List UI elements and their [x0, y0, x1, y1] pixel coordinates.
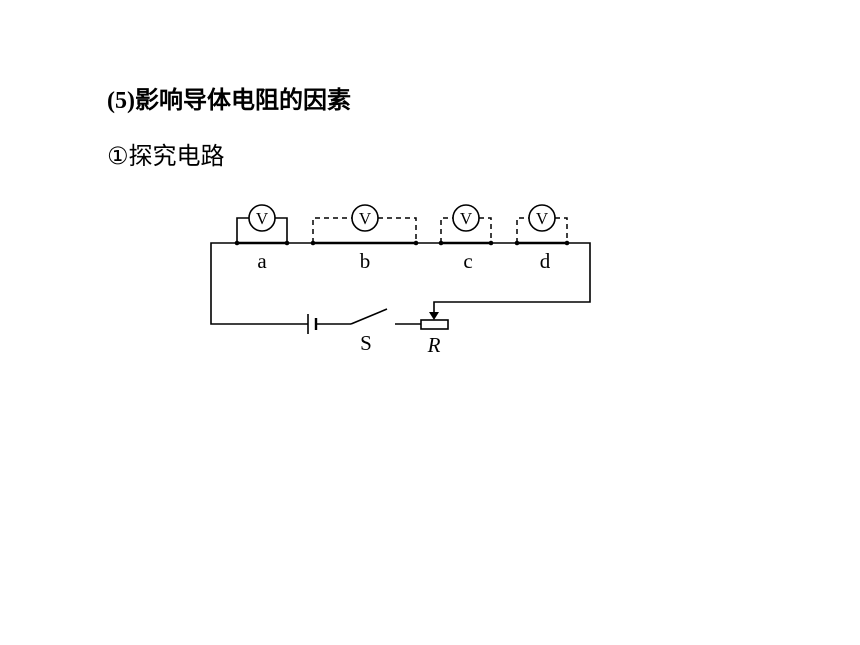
voltmeter-c-dashed-wire [440, 217, 492, 243]
junction-dot [438, 240, 444, 246]
subsection-heading: ①探究电路 [107, 142, 225, 170]
junction-dot [488, 240, 494, 246]
conductor-a-label: a [257, 249, 267, 273]
voltmeter-a [248, 204, 276, 232]
wire-right [433, 242, 591, 314]
rheostat-label: R [427, 333, 441, 357]
voltmeter-d-symbol: V [536, 209, 549, 228]
voltmeter-b-dashed-wire [312, 217, 417, 243]
voltmeter-d [528, 204, 556, 232]
section-heading: (5)影响导体电阻的因素 [107, 84, 351, 117]
wire-left [210, 242, 308, 325]
voltmeter-a-symbol: V [256, 209, 269, 228]
voltmeter-c-symbol: V [460, 209, 473, 228]
rheostat-slider-arrow [429, 312, 439, 320]
junction-dot [564, 240, 570, 246]
junction-dot [413, 240, 419, 246]
conductor-c-label: c [463, 249, 472, 273]
conductor-b-label: b [360, 249, 371, 273]
voltmeter-b-symbol: V [359, 209, 372, 228]
conductor-d-label: d [540, 249, 551, 273]
voltmeter-a-wire [236, 217, 288, 243]
junction-dot [284, 240, 290, 246]
junction-dot [234, 240, 240, 246]
switch-blade [350, 308, 388, 325]
voltmeter-b [351, 204, 379, 232]
junction-dot [310, 240, 316, 246]
voltmeter-c [452, 204, 480, 232]
switch-label: S [360, 331, 372, 355]
junction-dot [514, 240, 520, 246]
section-number: (5) [107, 88, 135, 114]
rheostat-body [420, 319, 449, 330]
section-title: 影响导体电阻的因素 [134, 86, 351, 114]
voltmeter-d-dashed-wire [516, 217, 568, 243]
